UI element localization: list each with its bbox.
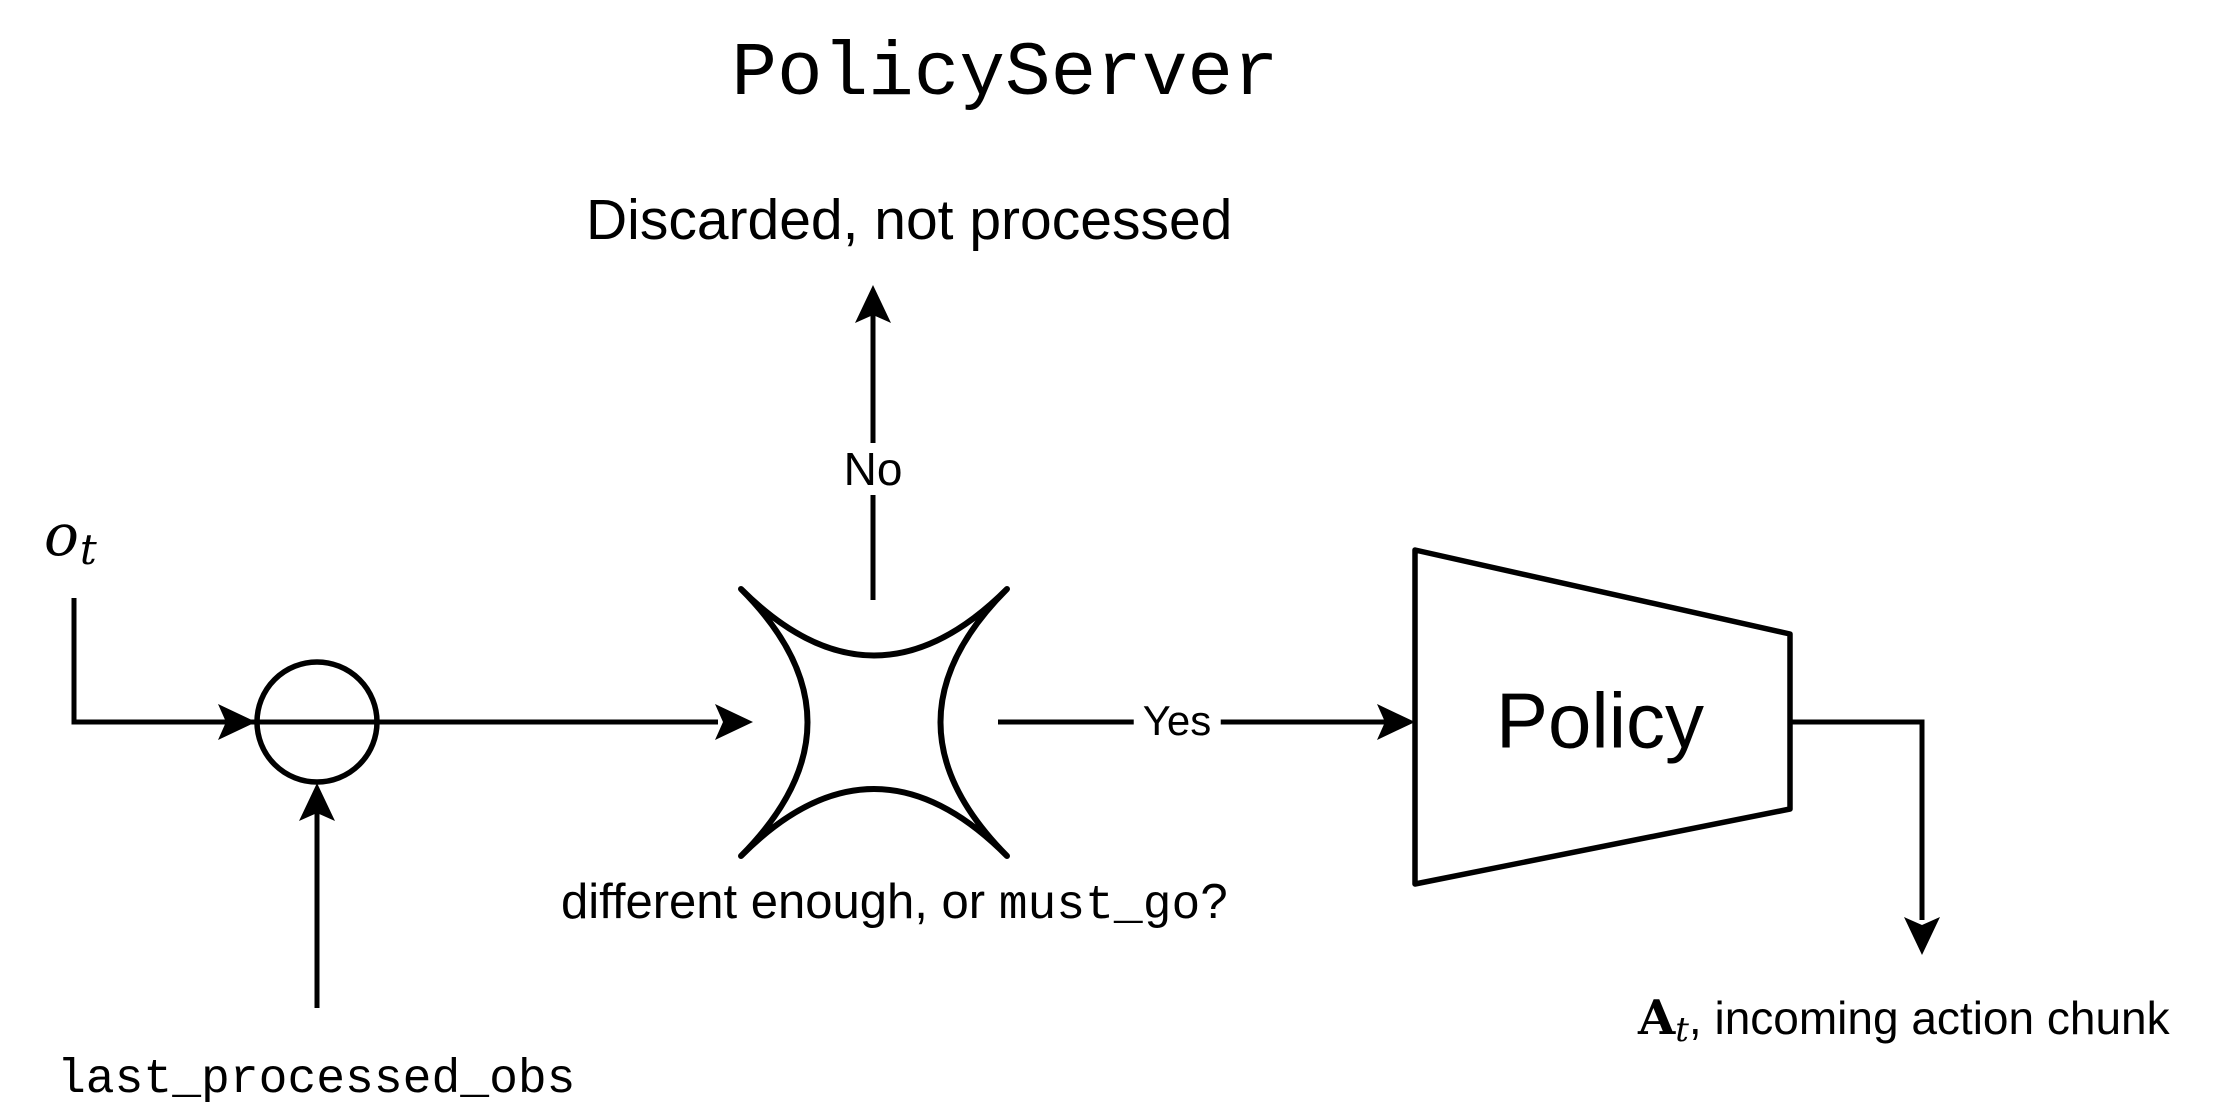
observation-flow-line [74,598,718,722]
yes-edge-label: Yes [1133,697,1221,745]
policy-trapezoid-node [1415,550,1790,884]
action-suffix: , incoming action chunk [1688,992,2170,1044]
observation-subscript: t [79,525,97,575]
observation-symbol: o [44,501,79,569]
comparison-circle-node [257,662,377,782]
last-processed-obs-label: last_processed_obs [57,1053,576,1107]
action-chunk-label: At, incoming action chunk [1638,992,2170,1047]
decision-question-label: different enough, or must_go? [561,875,1228,933]
question-suffix: ? [1200,875,1228,929]
decision-star-node [741,589,1007,856]
action-subscript: t [1675,1010,1689,1051]
arrowhead-up-discard-icon [855,285,891,323]
policy-node-label: Policy [1495,676,1705,765]
arrowhead-down-output-icon [1904,917,1940,955]
observation-symbol-label: ot [44,506,97,571]
diagram-title: PolicyServer [731,31,1279,117]
arrowhead-into-star-icon [715,704,753,740]
action-symbol: A [1638,990,1676,1046]
question-code: must_go [998,879,1201,933]
no-edge-label: No [834,443,912,495]
arrowhead-into-circle-icon [218,704,256,740]
arrowhead-into-policy-icon [1377,704,1415,740]
question-prefix: different enough, or [561,875,999,929]
policy-output-line [1790,722,1922,920]
arrowhead-up-into-circle-icon [299,783,335,821]
discarded-label: Discarded, not processed [586,188,1233,252]
